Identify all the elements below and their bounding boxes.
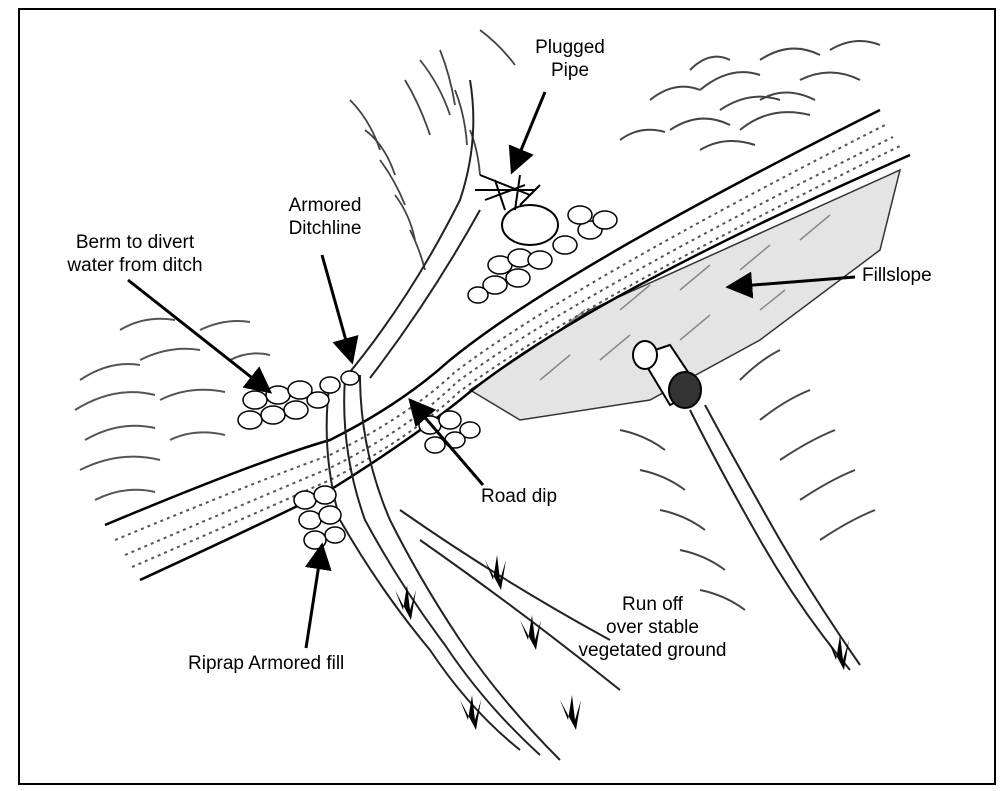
arrow-armored-ditchline (322, 255, 352, 362)
arrow-riprap (306, 545, 322, 648)
plugged-pipe-icon (475, 175, 558, 245)
label-runoff: Run off over stable vegetated ground (545, 593, 760, 662)
left-hill-hatching (75, 319, 270, 500)
label-berm: Berm to divert water from ditch (35, 231, 235, 277)
label-road-dip: Road dip (481, 485, 557, 508)
arrow-berm (128, 280, 270, 392)
label-armored-ditchline: Armored Ditchline (260, 194, 390, 240)
hillside-hatching (620, 41, 880, 150)
arrow-plugged-pipe (512, 92, 545, 172)
label-fillslope: Fillslope (862, 264, 932, 287)
label-arrows (128, 92, 855, 648)
road (105, 110, 910, 580)
label-riprap: Riprap Armored fill (188, 652, 344, 675)
label-plugged-pipe: Plugged Pipe (520, 36, 620, 82)
